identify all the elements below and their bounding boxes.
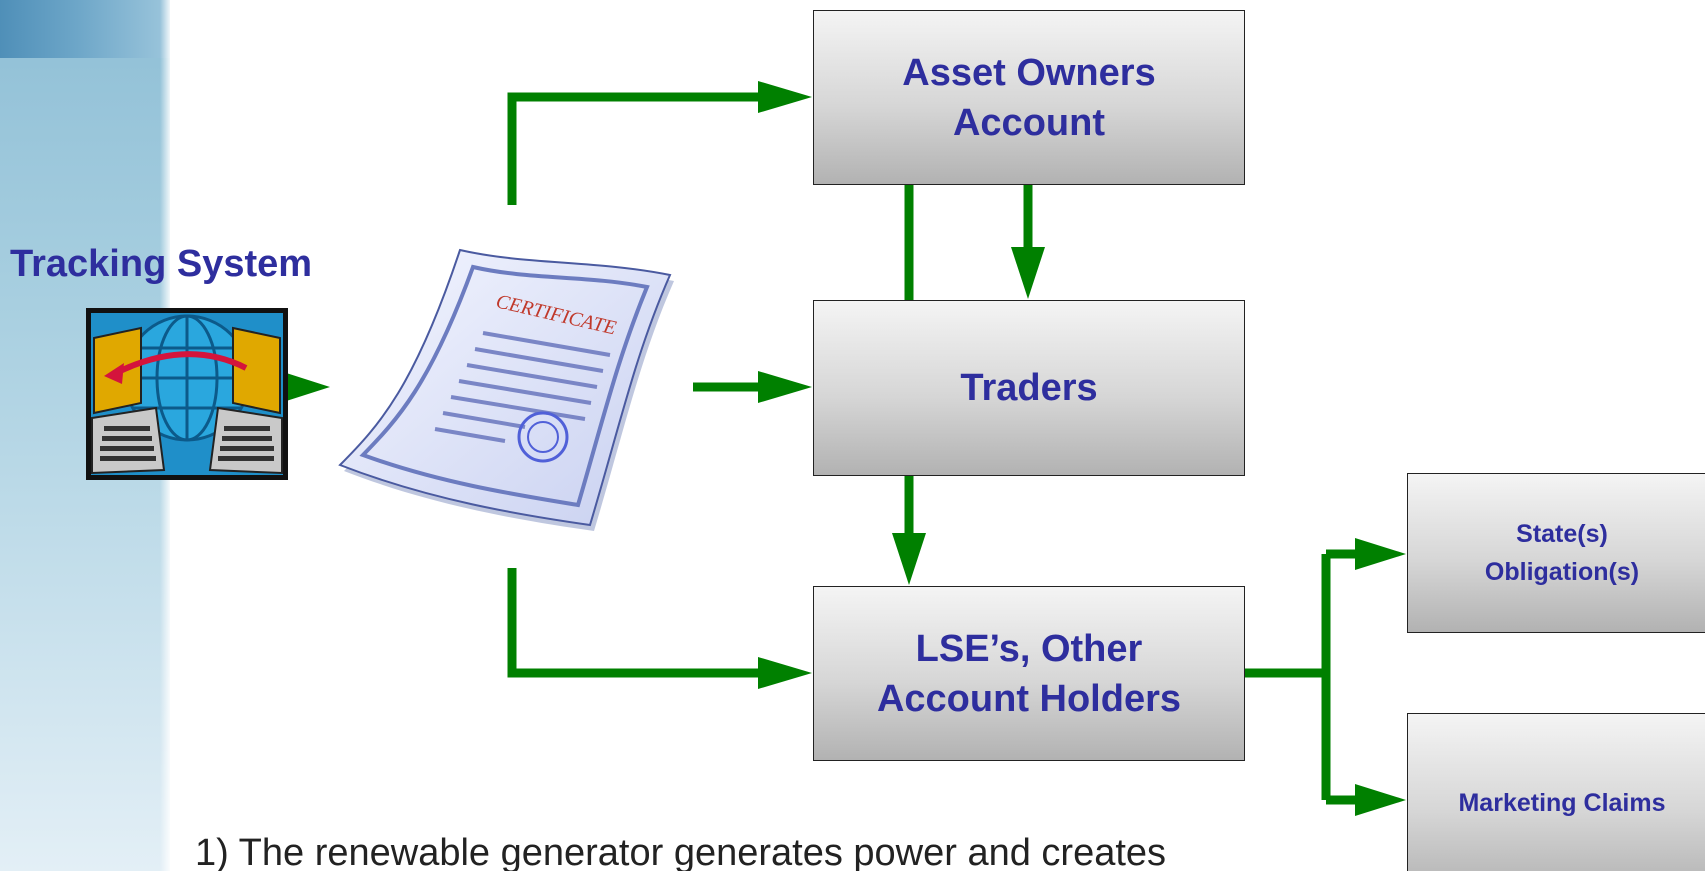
arrowhead-traders: [758, 371, 812, 403]
marketing-claims-box: Marketing Claims: [1407, 713, 1705, 871]
arrowhead-asset-to-traders: [1011, 247, 1045, 299]
arrowhead-lse: [758, 657, 812, 689]
arrow-to-lse: [507, 568, 760, 678]
arrowhead-to-tracking-system: [280, 371, 330, 403]
arrowhead-asset-owners: [758, 81, 812, 113]
arrowhead-marketing-claims: [1355, 784, 1406, 816]
traders-box: Traders: [813, 300, 1245, 476]
tracking-system-label: Tracking System: [10, 243, 313, 285]
arrowhead-state-obligations: [1355, 538, 1406, 570]
lse-account-holders-box: LSE’s, Other Account Holders: [813, 586, 1245, 761]
asset-owners-account-box: Asset Owners Account: [813, 10, 1245, 185]
footnote-text: 1) The renewable generator generates pow…: [195, 832, 1167, 871]
state-obligations-box: State(s) Obligation(s): [1407, 473, 1705, 633]
arrowhead-traders-to-lse: [892, 533, 926, 585]
decorative-side-band-header: [0, 0, 170, 58]
certificate-document-icon: CERTIFICATE: [338, 248, 674, 531]
arrow-to-asset-owners: [507, 92, 760, 205]
networked-computers-icon: [86, 308, 288, 480]
